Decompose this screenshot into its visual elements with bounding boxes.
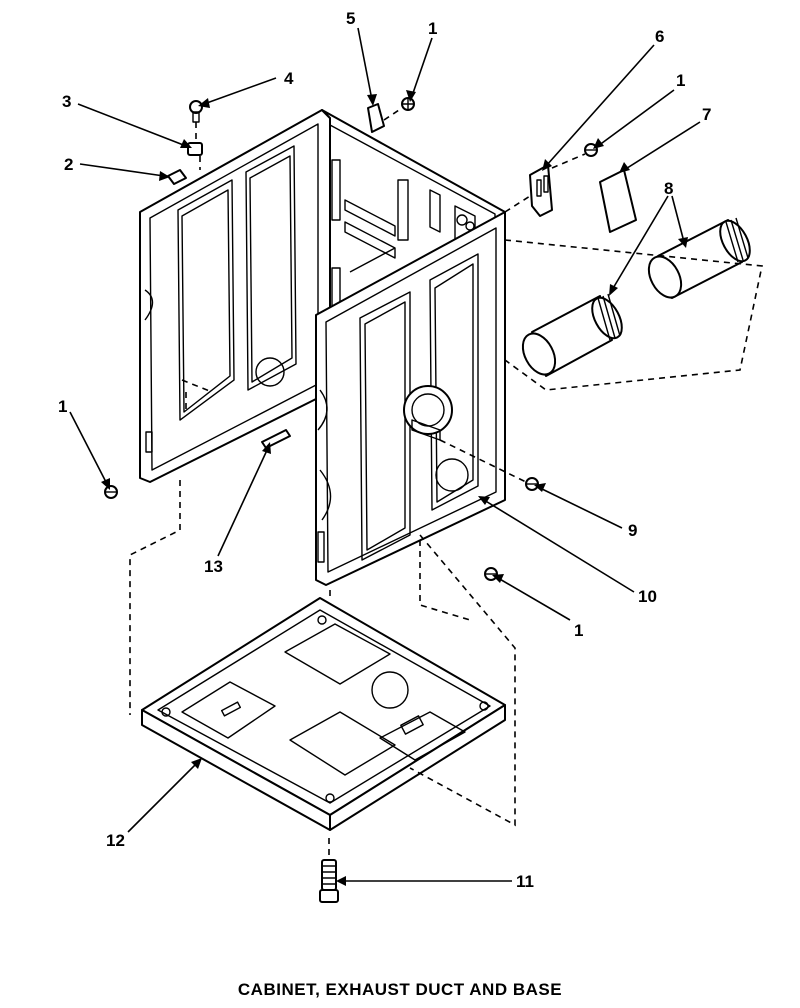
callout-13: 13 — [204, 557, 223, 576]
callout-2: 2 — [64, 155, 73, 174]
callout-12: 12 — [106, 831, 125, 850]
screw-1-left — [104, 485, 118, 499]
screw-9 — [525, 477, 539, 491]
callout-8: 8 — [664, 179, 673, 198]
callout-labels: 1 5 4 3 2 6 1 7 8 1 9 10 1 13 12 11 — [58, 9, 711, 891]
clip-5 — [367, 103, 385, 133]
bracket-6 — [529, 164, 553, 217]
exhaust-duct-lower — [521, 293, 623, 377]
cabinet-base — [141, 597, 506, 831]
callout-5: 5 — [346, 9, 355, 28]
screw-1-top — [401, 97, 415, 111]
diagram-caption: CABINET, EXHAUST DUCT AND BASE — [237, 980, 563, 999]
label-13 — [261, 429, 291, 449]
cabinet-left-panel — [139, 109, 331, 483]
callout-1-left: 1 — [58, 397, 67, 416]
callout-7: 7 — [702, 105, 711, 124]
callout-1-duct: 1 — [676, 71, 685, 90]
clip-2 — [167, 169, 187, 185]
callout-9: 9 — [628, 521, 637, 540]
callout-3: 3 — [62, 92, 71, 111]
cabinet-right-panel — [315, 211, 506, 586]
screw-4 — [189, 100, 203, 123]
leader-lines — [69, 27, 701, 886]
nut-3 — [187, 142, 203, 156]
assembly-lines — [129, 107, 763, 858]
label-plate-7 — [599, 169, 637, 233]
exhaust-duct-upper — [647, 217, 751, 299]
callout-1-lower: 1 — [574, 621, 583, 640]
callout-10: 10 — [638, 587, 657, 606]
callout-4: 4 — [284, 69, 294, 88]
callout-11: 11 — [516, 872, 534, 891]
callout-1-top: 1 — [428, 19, 437, 38]
leveling-leg-11 — [319, 859, 339, 903]
callout-6: 6 — [655, 27, 664, 46]
